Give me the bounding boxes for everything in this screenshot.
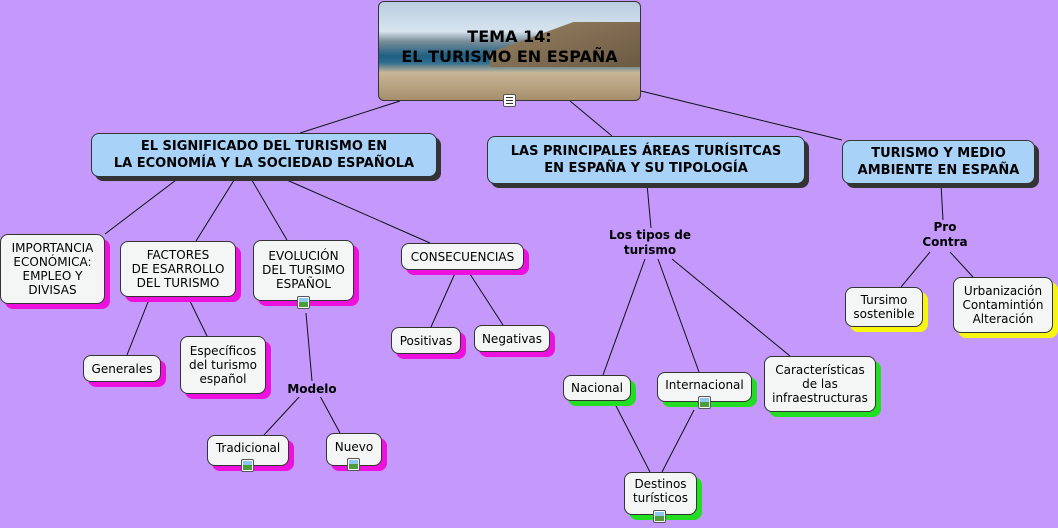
document-icon[interactable]: [503, 94, 516, 107]
node-caracteristicas[interactable]: Características de las infraestructuras: [764, 356, 876, 412]
node-economia[interactable]: EL SIGNIFICADO DEL TURISMO EN LA ECONOMÍ…: [91, 133, 437, 177]
node-importancia[interactable]: IMPORTANCIA ECONÓMICA: EMPLEO Y DIVISAS: [0, 234, 105, 304]
node-positivas[interactable]: Positivas: [391, 327, 461, 354]
title-node[interactable]: TEMA 14: EL TURISMO EN ESPAÑA: [378, 1, 641, 101]
image-icon[interactable]: [698, 396, 711, 409]
node-medio[interactable]: TURISMO Y MEDIO AMBIENTE EN ESPAÑA: [842, 140, 1035, 184]
title-photo-hill: [490, 22, 640, 67]
node-factores[interactable]: FACTORES DE ESARROLLO DEL TURISMO: [120, 241, 236, 297]
node-destinos[interactable]: Destinos turísticos: [624, 472, 697, 515]
label-modelo: Modelo: [280, 382, 344, 397]
title-text: TEMA 14: EL TURISMO EN ESPAÑA: [401, 27, 618, 66]
image-icon[interactable]: [241, 459, 254, 472]
node-evolucion[interactable]: EVOLUCIÓN DEL TURSIMO ESPAÑOL: [253, 240, 354, 301]
node-tradicional[interactable]: Tradicional: [207, 435, 289, 466]
node-nuevo[interactable]: Nuevo: [326, 433, 382, 466]
node-areas[interactable]: LAS PRINCIPALES ÁREAS TURÍSITCAS EN ESPA…: [487, 136, 805, 184]
node-nacional[interactable]: Nacional: [563, 375, 631, 401]
node-sostenible[interactable]: Tursimo sostenible: [845, 287, 923, 327]
node-generales[interactable]: Generales: [83, 355, 161, 382]
image-icon[interactable]: [653, 510, 666, 523]
node-consecuencias[interactable]: CONSECUENCIAS: [401, 243, 524, 270]
node-urbanizacion[interactable]: Urbanización Contamintión Alteración: [953, 277, 1053, 333]
image-icon[interactable]: [347, 458, 360, 471]
node-especificos[interactable]: Específicos del turismo español: [180, 336, 266, 394]
node-negativas[interactable]: Negativas: [474, 325, 550, 352]
label-procontra: Pro Contra: [910, 220, 980, 250]
label-tipos: Los tipos de turismo: [600, 228, 700, 258]
image-icon[interactable]: [297, 296, 310, 309]
